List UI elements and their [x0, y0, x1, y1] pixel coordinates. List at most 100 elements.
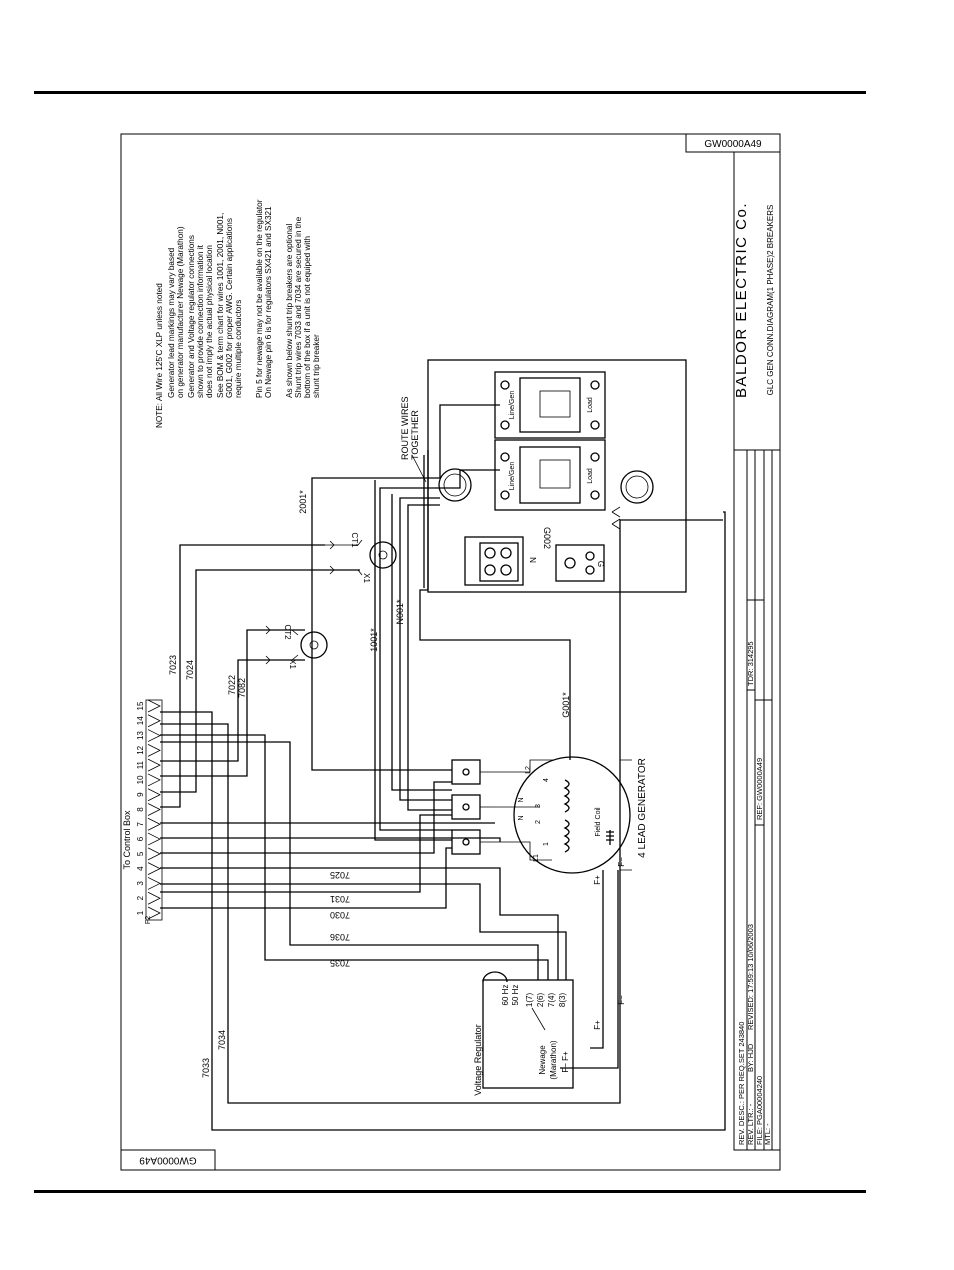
bottom-rule	[34, 1190, 866, 1193]
wire-2001: 2001*	[298, 490, 308, 514]
pin-number-12: 12	[136, 745, 145, 754]
route-note-line-1: ROUTE WIRES	[400, 396, 410, 460]
pin-chevron-4	[147, 862, 161, 876]
pin-number-6: 6	[136, 836, 145, 841]
wire-7023: 7023	[168, 655, 178, 675]
pin-number-5: 5	[136, 851, 145, 856]
ct2: CT2 X1	[260, 624, 328, 669]
notes: NOTE: All Wire 125'C XLP unless noted Ge…	[155, 199, 321, 428]
note-line-8: G001, G002 for proper AWG. Certain appli…	[225, 218, 234, 398]
wire-g001: G001*	[561, 692, 571, 718]
breaker-2: Line/Gen Load	[494, 371, 606, 439]
wire-7034: 7034	[217, 1030, 227, 1050]
wire-7036: 7036	[330, 932, 350, 942]
ct1-x1-label: X1	[362, 573, 371, 583]
top-rule	[34, 91, 866, 94]
pin-chevron-6	[147, 832, 161, 846]
pin-number-9: 9	[136, 792, 145, 797]
ct2-x1-label: X1	[288, 659, 297, 669]
pin-chevron-7	[147, 817, 161, 831]
route-note-line-2: TOGETHER	[410, 410, 420, 460]
pin-number-14: 14	[136, 716, 145, 725]
pin-chevron-1	[147, 906, 161, 920]
title-block: BALDOR ELECTRIC Co. GLC GEN CONN.DIAGRAM…	[733, 151, 781, 1151]
breaker-box: N G Line/Gen Load Line/Gen Load	[427, 359, 687, 593]
gen-f-plus: F+	[593, 875, 602, 885]
pin-chevron-2	[147, 891, 161, 905]
ct1: CT1 X1	[325, 532, 397, 583]
regulator-f-plus-wire: F+	[593, 1020, 602, 1030]
regulator-pin-8: 8(3)	[558, 993, 567, 1008]
wire-labels: 7023 7024 7022 7082 7025 7031 7030 7036 …	[168, 655, 350, 1078]
sheet-id-top: GW0000A49	[704, 139, 762, 150]
pin-chevron-10	[147, 773, 161, 787]
regulator-60hz: 60 Hz	[501, 985, 510, 1006]
pin-chevron-9	[147, 788, 161, 802]
tdr-number: TDR: 314295	[746, 641, 755, 686]
company-name: BALDOR ELECTRIC Co.	[733, 202, 750, 398]
regulator-brand: Newage	[538, 1045, 547, 1075]
regulator-pin-1: 1(7)	[525, 993, 534, 1008]
route-note: ROUTE WIRES TOGETHER	[400, 396, 427, 483]
pin-number-15: 15	[136, 701, 145, 710]
wire-7033: 7033	[201, 1058, 211, 1078]
pin-chevron-14	[147, 714, 161, 728]
control-wiring	[160, 511, 726, 1131]
wire-7022: 7022	[227, 675, 237, 695]
gen-terminal-3: 3	[535, 804, 542, 808]
pin-number-10: 10	[136, 775, 145, 784]
breaker-2-load-label: Load	[587, 397, 594, 413]
pin-chevron-15	[147, 699, 161, 713]
wire-7082: 7082	[237, 678, 247, 698]
wire-g002: G002	[542, 527, 552, 549]
note-line-12: As shown below shunt trip breakers are o…	[285, 224, 294, 398]
gen-lead-n2: N	[518, 815, 525, 820]
wire-7035: 7035	[330, 958, 350, 968]
gen-terminal-1: 1	[543, 842, 550, 846]
generator-title: 4 LEAD GENERATOR	[637, 758, 648, 858]
regulator-brand-2: (Marathon)	[549, 1040, 558, 1079]
sheet-id-box-bottom	[120, 1149, 216, 1171]
note-line-7: See BOM & term chart for wires 1001, 200…	[216, 213, 225, 398]
pin-number-8: 8	[136, 807, 145, 812]
connection-lugs	[451, 759, 500, 855]
terminal-strip-frame	[145, 699, 163, 921]
power-wiring: 2001* 1001* N001* G001* G002	[298, 404, 571, 841]
wire-1001: 1001*	[369, 628, 379, 652]
breaker-2-line-label: Line/Gen	[509, 391, 516, 420]
note-line-5: shown to provide connection information …	[196, 244, 205, 398]
note-line-14: bottom of the box if a unit is not equip…	[303, 236, 312, 398]
wire-n001: N001*	[395, 599, 405, 625]
breaker-1-line-label: Line/Gen	[509, 462, 516, 491]
breaker-1: Line/Gen Load	[494, 439, 606, 511]
pin-number-3: 3	[136, 881, 145, 886]
wire-7024: 7024	[185, 660, 195, 680]
regulator-pin-7: 7(4)	[547, 993, 556, 1008]
neutral-label: N	[528, 557, 537, 563]
pin-chevron-8	[147, 803, 161, 816]
pin-chevron-13	[147, 729, 161, 742]
rev-desc: REV. DESC.: PER REQ.SET 243840	[737, 1022, 746, 1145]
ref-number: REF: GW0000A49	[755, 758, 764, 820]
note-line-1: NOTE: All Wire 125'C XLP unless noted	[155, 283, 164, 428]
pin-number-7: 7	[136, 822, 145, 827]
regulator-50hz: 50 Hz	[511, 985, 520, 1006]
gen-terminal-2: 2	[535, 820, 542, 824]
rev-ltr: REV. LTR.: -	[746, 1103, 755, 1145]
control-box-title: To Control Box	[122, 810, 132, 870]
pin-number-13: 13	[136, 731, 145, 740]
wire-7025: 7025	[330, 870, 350, 880]
ct1-label: CT1	[350, 532, 359, 548]
gen-lead-l1: L1	[533, 854, 540, 862]
regulator-f-row: F− F+	[561, 1051, 570, 1073]
pin-number-1: 1	[136, 910, 145, 915]
sheet-id-box-top	[685, 133, 781, 153]
pin-number-2: 2	[136, 895, 145, 900]
revised-date: REVISED: 17:59:13 10/06/2003	[746, 924, 755, 1030]
note-line-10: Pin 5 for newage may not be available on…	[255, 199, 264, 398]
gen-f-minus: F−	[617, 857, 626, 867]
wire-7031: 7031	[330, 894, 350, 904]
pin-chevron-5	[147, 847, 161, 861]
